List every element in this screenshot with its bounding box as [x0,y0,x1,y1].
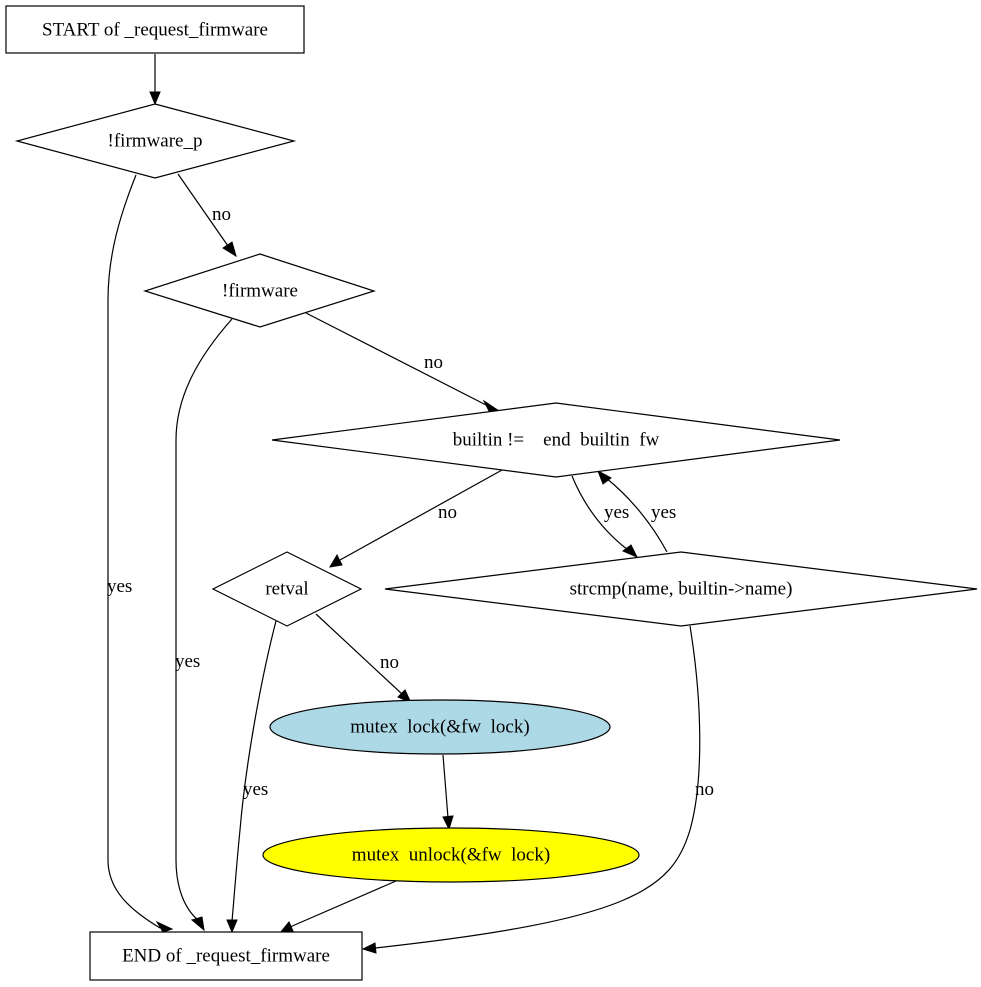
node-builtin: builtin != end builtin fw [271,402,841,478]
edge-unlock-to-end [278,880,397,934]
edge-firmware-no: no [305,312,501,412]
node-strcmp-label: strcmp(name, builtin->name) [570,578,793,599]
edge-label-firmware-yes: yes [175,651,200,672]
edge-builtin-yes: yes [571,475,639,558]
edge-label-builtin-yes: yes [604,502,629,523]
edge-builtin-no: no [329,469,503,568]
node-start: START of _request_firmware [5,5,305,54]
node-mutex-lock: mutex lock(&fw lock) [269,699,611,755]
node-end-label: END of _request_firmware [122,945,330,966]
edge-label-firmware-no: no [424,352,443,373]
node-start-label: START of _request_firmware [42,19,268,40]
edge-retval-no: no [315,613,413,705]
edge-strcmp-no: no [361,625,714,954]
edge-firmware-yes: yes [175,318,233,932]
edge-label-retval-yes: yes [243,779,268,800]
node-end: END of _request_firmware [89,931,363,981]
edge-start-to-firmware-p [149,54,161,106]
node-firmware-label: !firmware [222,280,298,301]
edge-firmware-p-no: no [177,173,237,258]
node-firmware-p: !firmware_p [14,103,297,179]
node-mutex-unlock: mutex unlock(&fw lock) [262,827,640,883]
edge-label-firmware-p-no: no [212,204,231,225]
node-firmware: !firmware [143,253,376,328]
node-retval: retval [211,551,363,627]
node-firmware-p-label: !firmware_p [108,130,203,151]
edge-lock-to-unlock [442,754,454,831]
edge-label-strcmp-yes: yes [651,502,676,523]
node-strcmp: strcmp(name, builtin->name) [384,551,978,627]
edge-label-builtin-no: no [438,502,457,523]
node-builtin-label: builtin != end builtin fw [453,429,660,450]
edge-strcmp-yes: yes [597,469,676,553]
node-mutex-lock-label: mutex lock(&fw lock) [350,716,529,737]
edge-retval-yes: yes [226,620,277,934]
node-retval-label: retval [265,578,308,599]
edge-label-firmware-p-yes: yes [107,576,132,597]
edge-label-retval-no: no [380,652,399,673]
edge-label-strcmp-no: no [695,779,714,800]
edge-firmware-p-yes: yes [107,174,174,933]
node-mutex-unlock-label: mutex unlock(&fw lock) [352,844,550,865]
